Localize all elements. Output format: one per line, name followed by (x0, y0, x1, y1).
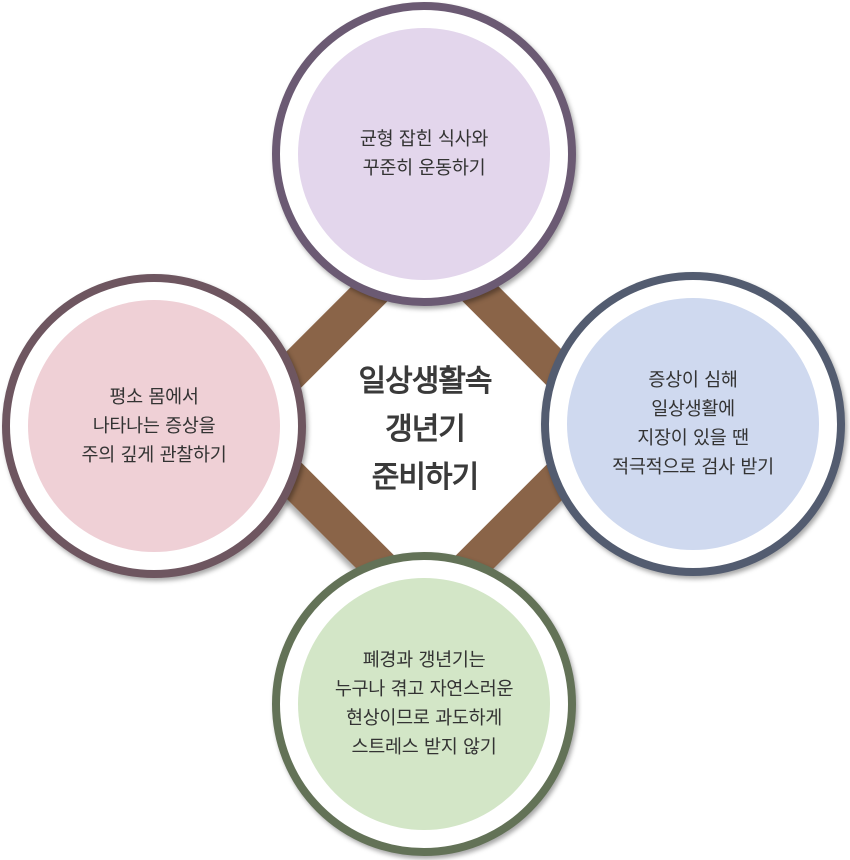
right-circle: 증상이 심해 일상생활에 지장이 있을 땐 적극적으로 검사 받기 (567, 298, 819, 550)
right-circle-text: 증상이 심해 일상생활에 지장이 있을 땐 적극적으로 검사 받기 (612, 370, 774, 478)
left-circle: 평소 몸에서 나타나는 증상을 주의 깊게 관찰하기 (28, 300, 280, 552)
bottom-circle: 폐경과 갱년기는 누구나 겪고 자연스러운 현상이므로 과도하게 스트레스 받지… (298, 578, 550, 830)
top-circle-text: 균형 잡힌 식사와 꾸준히 운동하기 (359, 129, 489, 179)
bottom-circle-text: 폐경과 갱년기는 누구나 겪고 자연스러운 현상이므로 과도하게 스트레스 받지… (334, 650, 514, 758)
top-circle: 균형 잡힌 식사와 꾸준히 운동하기 (298, 28, 550, 280)
left-circle-text: 평소 몸에서 나타나는 증상을 주의 깊게 관찰하기 (81, 386, 227, 466)
center-title: 일상생활속 갱년기 준비하기 (358, 364, 493, 495)
